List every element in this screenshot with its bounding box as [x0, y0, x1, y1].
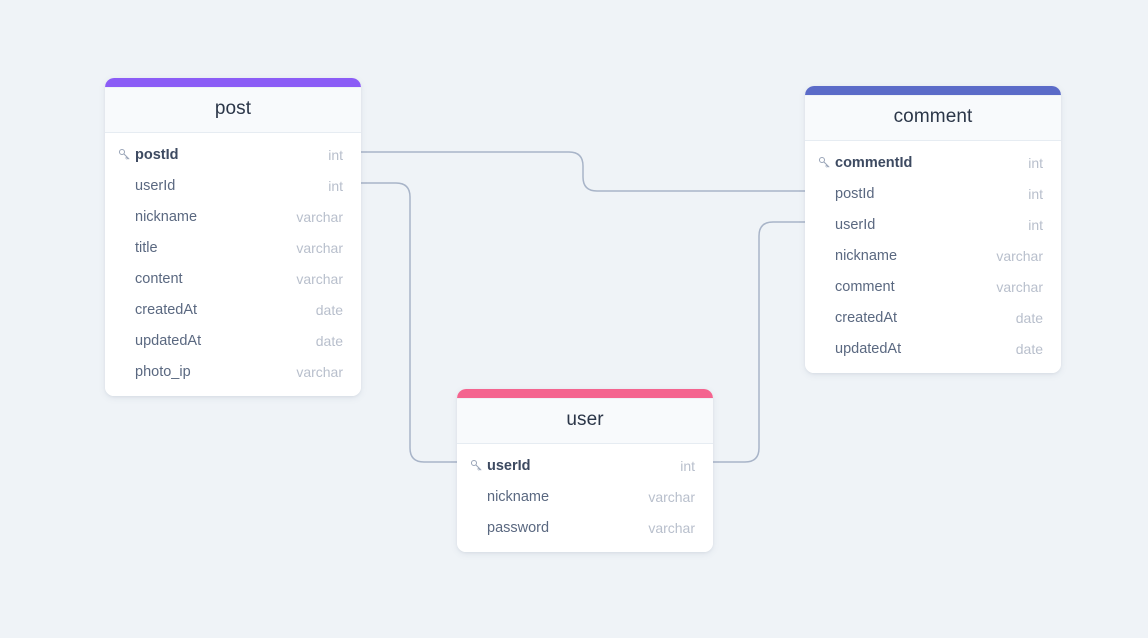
column-type: varchar — [296, 270, 343, 287]
column-type: date — [315, 301, 343, 318]
table-title-user: user — [457, 398, 713, 444]
column-row-post-postId[interactable]: postId int — [105, 139, 361, 170]
column-type: varchar — [648, 488, 695, 505]
key-slot — [818, 156, 835, 169]
column-row-comment-nickname[interactable]: nickname varchar — [805, 240, 1061, 271]
column-row-post-createdAt[interactable]: createdAt date — [105, 294, 361, 325]
column-name: title — [135, 239, 158, 256]
relationship-edge-post-to-user — [360, 182, 458, 463]
table-accent-bar-user — [457, 389, 713, 398]
column-row-comment-commentId[interactable]: commentId int — [805, 147, 1061, 178]
table-accent-bar-post — [105, 78, 361, 87]
column-row-comment-postId[interactable]: postId int — [805, 178, 1061, 209]
key-icon — [818, 156, 830, 168]
table-columns-user: userId int nickname varchar password varchar — [457, 444, 713, 552]
column-row-post-updatedAt[interactable]: updatedAt date — [105, 325, 361, 356]
column-name: userId — [135, 177, 176, 194]
key-slot — [118, 148, 135, 161]
table-node-comment[interactable]: comment commentId int postId int userId int ni… — [805, 86, 1061, 373]
column-row-comment-updatedAt[interactable]: updatedAt date — [805, 333, 1061, 364]
column-name: password — [487, 519, 550, 536]
key-icon — [118, 148, 130, 160]
column-row-post-userId[interactable]: userId int — [105, 170, 361, 201]
column-name: userId — [835, 216, 876, 233]
column-name: createdAt — [835, 309, 898, 326]
column-row-post-content[interactable]: content varchar — [105, 263, 361, 294]
column-name: createdAt — [135, 301, 198, 318]
column-name: postId — [835, 185, 875, 202]
table-title-post: post — [105, 87, 361, 133]
column-name: content — [135, 270, 183, 287]
column-row-comment-comment[interactable]: comment varchar — [805, 271, 1061, 302]
column-name: nickname — [487, 488, 550, 505]
column-type: varchar — [996, 247, 1043, 264]
column-row-comment-userId[interactable]: userId int — [805, 209, 1061, 240]
column-name: updatedAt — [135, 332, 202, 349]
column-name: comment — [835, 278, 895, 295]
column-type: varchar — [648, 519, 695, 536]
column-type: int — [328, 177, 343, 194]
column-type: int — [1028, 154, 1043, 171]
relationship-edge-post-to-comment — [360, 151, 806, 192]
column-name: nickname — [835, 247, 898, 264]
table-columns-post: postId int userId int nickname varchar title va… — [105, 133, 361, 396]
column-name: commentId — [835, 154, 913, 171]
column-row-post-title[interactable]: title varchar — [105, 232, 361, 263]
column-name: postId — [135, 146, 179, 163]
key-slot — [470, 459, 487, 472]
column-name: userId — [487, 457, 531, 474]
column-name: photo_ip — [135, 363, 191, 380]
table-title-comment: comment — [805, 95, 1061, 141]
column-type: date — [1015, 309, 1043, 326]
column-type: int — [328, 146, 343, 163]
column-type: date — [315, 332, 343, 349]
table-columns-comment: commentId int postId int userId int nickname va… — [805, 141, 1061, 373]
column-row-post-nickname[interactable]: nickname varchar — [105, 201, 361, 232]
table-accent-bar-comment — [805, 86, 1061, 95]
column-type: int — [680, 457, 695, 474]
column-row-user-password[interactable]: password varchar — [457, 512, 713, 543]
column-type: varchar — [996, 278, 1043, 295]
column-name: updatedAt — [835, 340, 902, 357]
column-type: int — [1028, 185, 1043, 202]
column-type: varchar — [296, 239, 343, 256]
table-node-user[interactable]: user userId int nickname varchar password var… — [457, 389, 713, 552]
column-type: date — [1015, 340, 1043, 357]
relationship-edge-comment-to-user — [712, 221, 806, 463]
column-type: varchar — [296, 208, 343, 225]
column-row-user-userId[interactable]: userId int — [457, 450, 713, 481]
key-icon — [470, 459, 482, 471]
column-row-user-nickname[interactable]: nickname varchar — [457, 481, 713, 512]
column-row-comment-createdAt[interactable]: createdAt date — [805, 302, 1061, 333]
column-type: int — [1028, 216, 1043, 233]
column-row-post-photo_ip[interactable]: photo_ip varchar — [105, 356, 361, 387]
column-name: nickname — [135, 208, 198, 225]
column-type: varchar — [296, 363, 343, 380]
